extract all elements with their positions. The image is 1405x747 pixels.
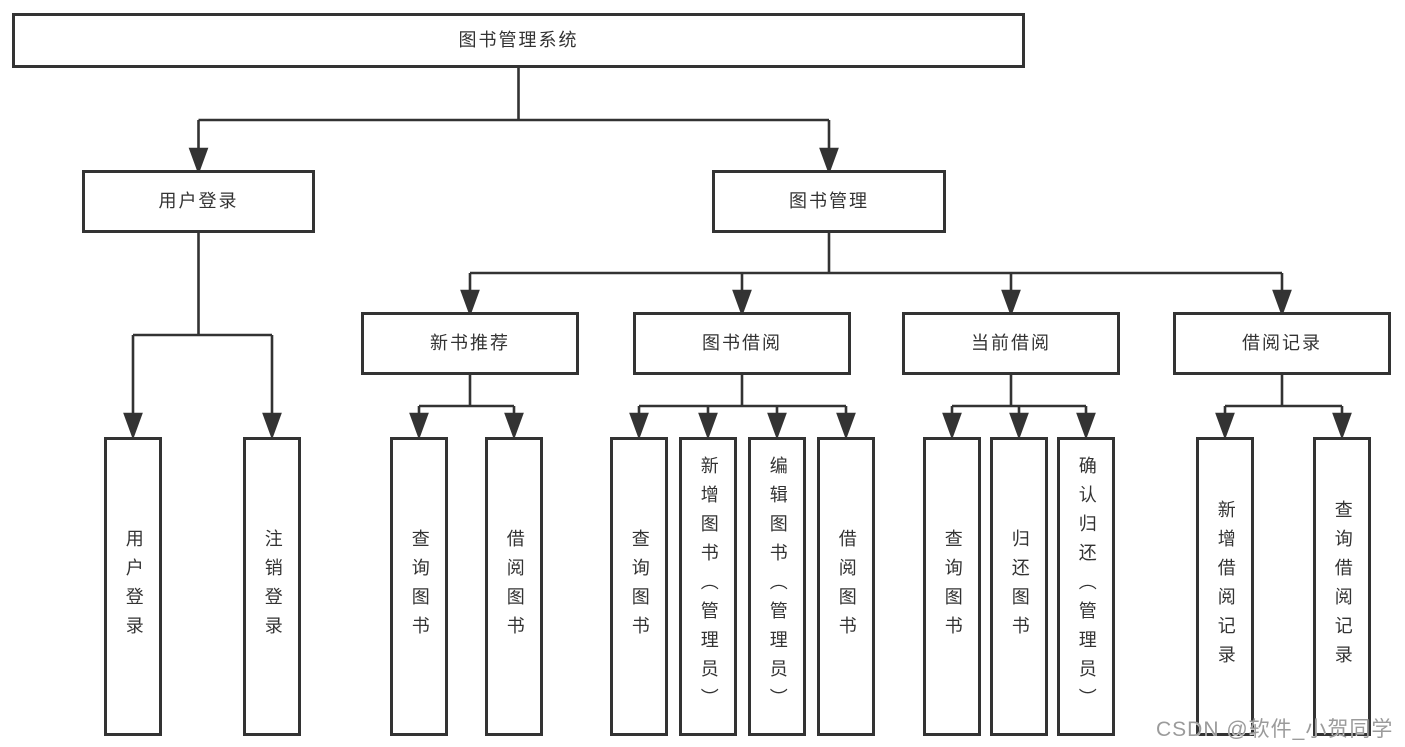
connector-user-login-to-leaves (123, 233, 282, 440)
node-logout-leaf: 注销登录 (243, 437, 301, 736)
arrow-down-icon (819, 147, 839, 175)
arrow-down-icon (698, 412, 718, 440)
node-query-books-newrec: 查询图书 (390, 437, 448, 736)
arrow-down-icon (1215, 412, 1235, 440)
arrow-down-icon (262, 412, 282, 440)
connector-new-book-recommend-to-leaves (409, 375, 524, 440)
arrow-down-icon (123, 412, 143, 440)
csdn-watermark: CSDN @软件_小贺同学 (1156, 718, 1394, 741)
node-library-management-system: 图书管理系统 (12, 13, 1025, 68)
node-user-login-leaf: 用户登录 (104, 437, 162, 736)
arrow-down-icon (767, 412, 787, 440)
node-add-borrow-record: 新增借阅记录 (1196, 437, 1254, 736)
connector-book-management-to-level2 (460, 233, 1292, 317)
node-edit-books-admin: 编辑图书（管理员） (748, 437, 806, 736)
arrow-down-icon (942, 412, 962, 440)
arrow-down-icon (409, 412, 429, 440)
arrow-down-icon (460, 289, 480, 317)
arrow-down-icon (504, 412, 524, 440)
arrow-down-icon (1001, 289, 1021, 317)
arrow-down-icon (1272, 289, 1292, 317)
arrow-down-icon (1076, 412, 1096, 440)
arrow-down-icon (1332, 412, 1352, 440)
node-borrow-books-leaf: 借阅图书 (817, 437, 875, 736)
connector-current-borrowing-to-leaves (942, 375, 1096, 440)
node-add-books-admin: 新增图书（管理员） (679, 437, 737, 736)
node-query-borrow-record: 查询借阅记录 (1313, 437, 1371, 736)
node-borrowing-records: 借阅记录 (1173, 312, 1391, 375)
node-user-login: 用户登录 (82, 170, 315, 233)
node-current-borrowing: 当前借阅 (902, 312, 1120, 375)
node-query-books-current: 查询图书 (923, 437, 981, 736)
node-new-book-recommend: 新书推荐 (361, 312, 579, 375)
connector-borrowing-records-to-leaves (1215, 375, 1352, 440)
connector-root-to-level1 (188, 68, 839, 175)
node-borrow-books-newrec: 借阅图书 (485, 437, 543, 736)
node-book-borrowing: 图书借阅 (633, 312, 851, 375)
arrow-down-icon (732, 289, 752, 317)
node-book-management: 图书管理 (712, 170, 946, 233)
arrow-down-icon (1009, 412, 1029, 440)
connector-book-borrowing-to-leaves (629, 375, 856, 440)
node-query-books-borrow: 查询图书 (610, 437, 668, 736)
node-confirm-return-admin: 确认归还（管理员） (1057, 437, 1115, 736)
node-return-books: 归还图书 (990, 437, 1048, 736)
arrow-down-icon (836, 412, 856, 440)
arrow-down-icon (629, 412, 649, 440)
arrow-down-icon (188, 147, 209, 175)
